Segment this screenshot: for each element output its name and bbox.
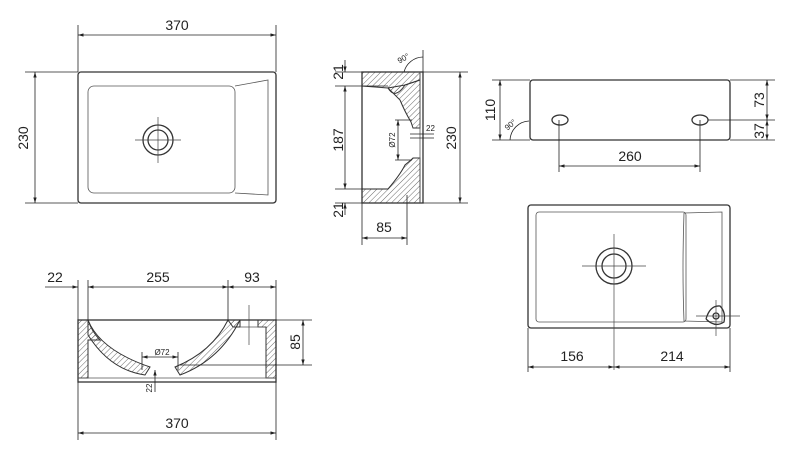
drain-wall: 22: [426, 124, 435, 133]
dim-height: 110: [482, 99, 498, 122]
front-section-view: 22 255 93 85 Ø72 22 370: [45, 269, 312, 440]
angle-label: 90°: [503, 118, 518, 133]
dim-height: 85: [376, 219, 392, 235]
dim-left: 156: [560, 348, 584, 364]
plan-view: 156 214: [527, 204, 740, 372]
top-view: 370 230: [15, 17, 277, 204]
dim-top-wall: 21: [330, 64, 346, 80]
dim-width: 370: [165, 17, 189, 33]
dim-depth: 230: [443, 126, 459, 150]
dim-right: 214: [660, 348, 684, 364]
dim-inner: 187: [330, 128, 346, 152]
dim-bottom-wall: 21: [330, 202, 346, 218]
drain-wall: 22: [145, 383, 154, 392]
dim-left-wall: 22: [47, 269, 63, 285]
side-section-view: 90° 21 187 21 230 85 Ø72 22: [330, 50, 468, 245]
back-view: 110 90° 73 37 260: [482, 79, 775, 172]
dim-upper: 73: [751, 92, 767, 108]
dim-height: 85: [287, 334, 303, 350]
dim-lower: 37: [751, 123, 767, 139]
drain-diameter: Ø72: [154, 348, 170, 357]
dim-deck: 93: [244, 269, 260, 285]
drain-diameter: Ø72: [388, 132, 397, 148]
dim-hole-spacing: 260: [618, 148, 642, 164]
dim-depth: 230: [15, 126, 31, 150]
dim-basin: 255: [146, 269, 170, 285]
dim-width: 370: [165, 415, 189, 431]
